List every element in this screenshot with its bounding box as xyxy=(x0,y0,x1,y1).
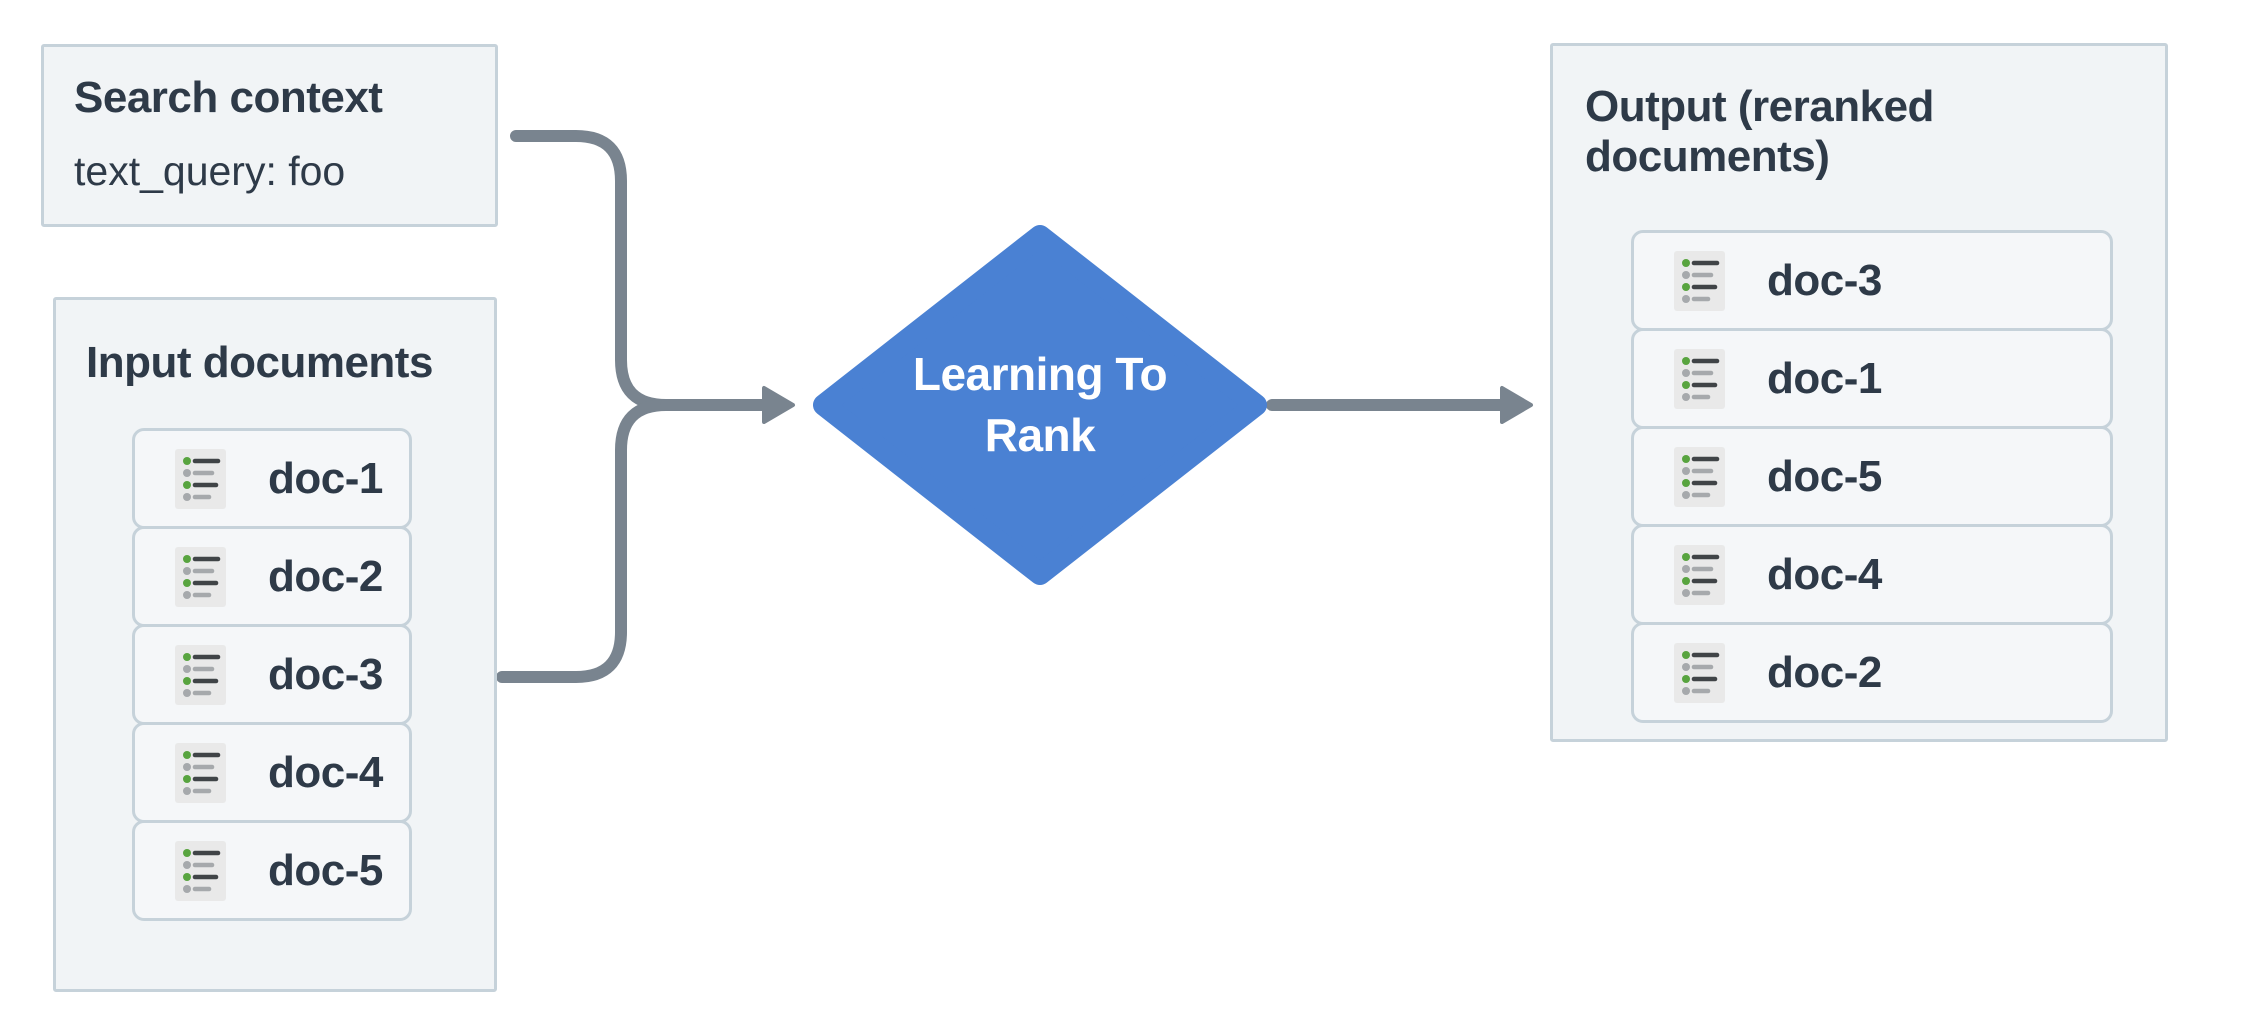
input-documents-list: doc-1 doc-2 doc-3 doc-4 doc-5 xyxy=(132,428,412,921)
learning-to-rank-label: Learning To Rank xyxy=(812,224,1268,586)
doc-label: doc-2 xyxy=(268,551,383,601)
connector-from-input-documents xyxy=(496,399,672,683)
search-context-query: text_query: foo xyxy=(74,148,346,194)
document-list-icon xyxy=(1674,250,1725,311)
output-doc-row: doc-3 xyxy=(1631,230,2113,331)
document-list-icon xyxy=(1674,348,1725,409)
search-context-title: Search context xyxy=(74,73,383,122)
document-list-icon xyxy=(175,546,226,607)
input-doc-row: doc-1 xyxy=(132,428,412,529)
input-doc-row: doc-4 xyxy=(132,722,412,823)
output-documents-panel: Output (reranked documents) doc-3 doc-1 … xyxy=(1550,43,2168,742)
search-context-panel: Search context text_query: foo xyxy=(41,44,498,227)
arrowhead-into-output xyxy=(1500,386,1533,424)
document-list-icon xyxy=(1674,446,1725,507)
input-doc-row: doc-2 xyxy=(132,526,412,627)
document-list-icon xyxy=(175,644,226,705)
document-list-icon xyxy=(1674,642,1725,703)
doc-label: doc-2 xyxy=(1767,647,1882,697)
document-list-icon xyxy=(175,448,226,509)
doc-label: doc-1 xyxy=(1767,353,1882,403)
learning-to-rank-diamond xyxy=(813,225,1267,585)
input-documents-title: Input documents xyxy=(86,338,433,387)
doc-label: doc-4 xyxy=(268,747,383,797)
diamond-label-line1: Learning To xyxy=(912,348,1168,400)
document-list-icon xyxy=(175,742,226,803)
output-doc-row: doc-1 xyxy=(1631,328,2113,429)
output-doc-row: doc-5 xyxy=(1631,426,2113,527)
input-documents-panel: Input documents doc-1 doc-2 doc-3 doc-4 … xyxy=(53,297,497,992)
input-doc-row: doc-5 xyxy=(132,820,412,921)
doc-label: doc-4 xyxy=(1767,549,1882,599)
connector-from-search-context xyxy=(510,130,672,411)
doc-label: doc-3 xyxy=(268,649,383,699)
output-doc-row: doc-2 xyxy=(1631,622,2113,723)
arrowhead-into-diamond xyxy=(762,386,795,424)
document-list-icon xyxy=(175,840,226,901)
output-documents-list: doc-3 doc-1 doc-5 doc-4 doc-2 xyxy=(1631,230,2113,723)
doc-label: doc-5 xyxy=(268,845,383,895)
doc-label: doc-5 xyxy=(1767,451,1882,501)
doc-label: doc-3 xyxy=(1767,255,1882,305)
output-documents-title: Output (reranked documents) xyxy=(1585,82,1934,181)
output-doc-row: doc-4 xyxy=(1631,524,2113,625)
document-list-icon xyxy=(1674,544,1725,605)
input-doc-row: doc-3 xyxy=(132,624,412,725)
doc-label: doc-1 xyxy=(268,453,383,503)
diamond-label-line2: Rank xyxy=(984,409,1096,461)
